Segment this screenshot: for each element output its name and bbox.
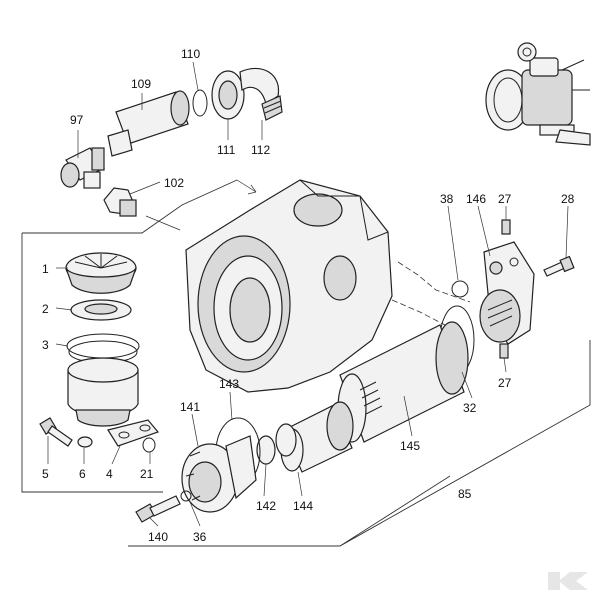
part-6-washer: [77, 436, 93, 448]
label-3: 3: [42, 338, 49, 352]
dash-lead-housing-2: [391, 299, 446, 326]
part-labels: 1 2 3 5 6 4 21 97 109 110 111 112 102 38…: [42, 47, 575, 544]
label-97: 97: [70, 113, 84, 127]
label-146: 146: [466, 192, 486, 206]
part-5-bolt: [39, 417, 73, 447]
label-109: 109: [131, 77, 151, 91]
assembly-frame-85: [128, 340, 591, 547]
pump-housing: [185, 179, 393, 393]
part-1-filter-cap: [65, 252, 137, 294]
label-141: 141: [180, 400, 200, 414]
label-2: 2: [42, 302, 49, 316]
part-110-o-ring: [192, 89, 208, 117]
label-144: 144: [293, 499, 313, 513]
brand-logo-k-icon: [548, 572, 588, 590]
label-110: 110: [181, 47, 200, 61]
label-142: 142: [256, 499, 276, 513]
label-6: 6: [79, 467, 86, 481]
part-102-hex-nipple: [103, 187, 137, 217]
label-143: 143: [219, 377, 239, 391]
label-1: 1: [42, 262, 49, 276]
part-140-drain-plug: [135, 495, 181, 523]
label-145: 145: [400, 439, 420, 453]
part-111-union-nut: [211, 70, 245, 120]
label-5: 5: [42, 467, 49, 481]
label-102: 102: [164, 176, 184, 190]
label-21: 21: [140, 467, 154, 481]
part-141-cylinder-head: [181, 435, 257, 513]
label-32: 32: [463, 401, 477, 415]
part-109-valve-body: [107, 90, 190, 157]
part-27-screw-bottom: [499, 343, 509, 359]
part-2-filter-seal: [70, 299, 132, 321]
label-112: 112: [251, 143, 270, 157]
pump-assembly-thumbnail-icon: [485, 42, 591, 146]
assembly-frame-left: [21, 179, 238, 493]
part-38-o-ring: [451, 280, 469, 298]
label-4: 4: [106, 467, 113, 481]
dash-lead-housing: [397, 261, 471, 303]
label-38: 38: [440, 192, 454, 206]
leader-lines: [47, 61, 569, 527]
part-27-screw-top: [501, 219, 511, 235]
part-28-bolt: [543, 255, 575, 277]
arrow-to-housing: [236, 179, 257, 195]
label-27-top: 27: [498, 192, 512, 206]
label-140: 140: [148, 530, 168, 544]
filter-bowl: [67, 357, 139, 427]
label-28: 28: [561, 192, 575, 206]
part-112-hose-elbow: [239, 67, 283, 121]
label-36: 36: [193, 530, 207, 544]
part-4-base-plate: [107, 419, 160, 447]
part-36-o-ring: [180, 490, 192, 502]
label-85: 85: [458, 487, 472, 501]
part-145-cylinder: [337, 321, 469, 443]
label-27-bottom: 27: [498, 376, 512, 390]
part-144-piston: [275, 401, 354, 473]
part-21-o-ring: [142, 437, 156, 453]
label-111: 111: [217, 143, 236, 157]
part-146-valve-plate: [479, 241, 535, 345]
part-97-elbow-fitting: [60, 147, 105, 189]
